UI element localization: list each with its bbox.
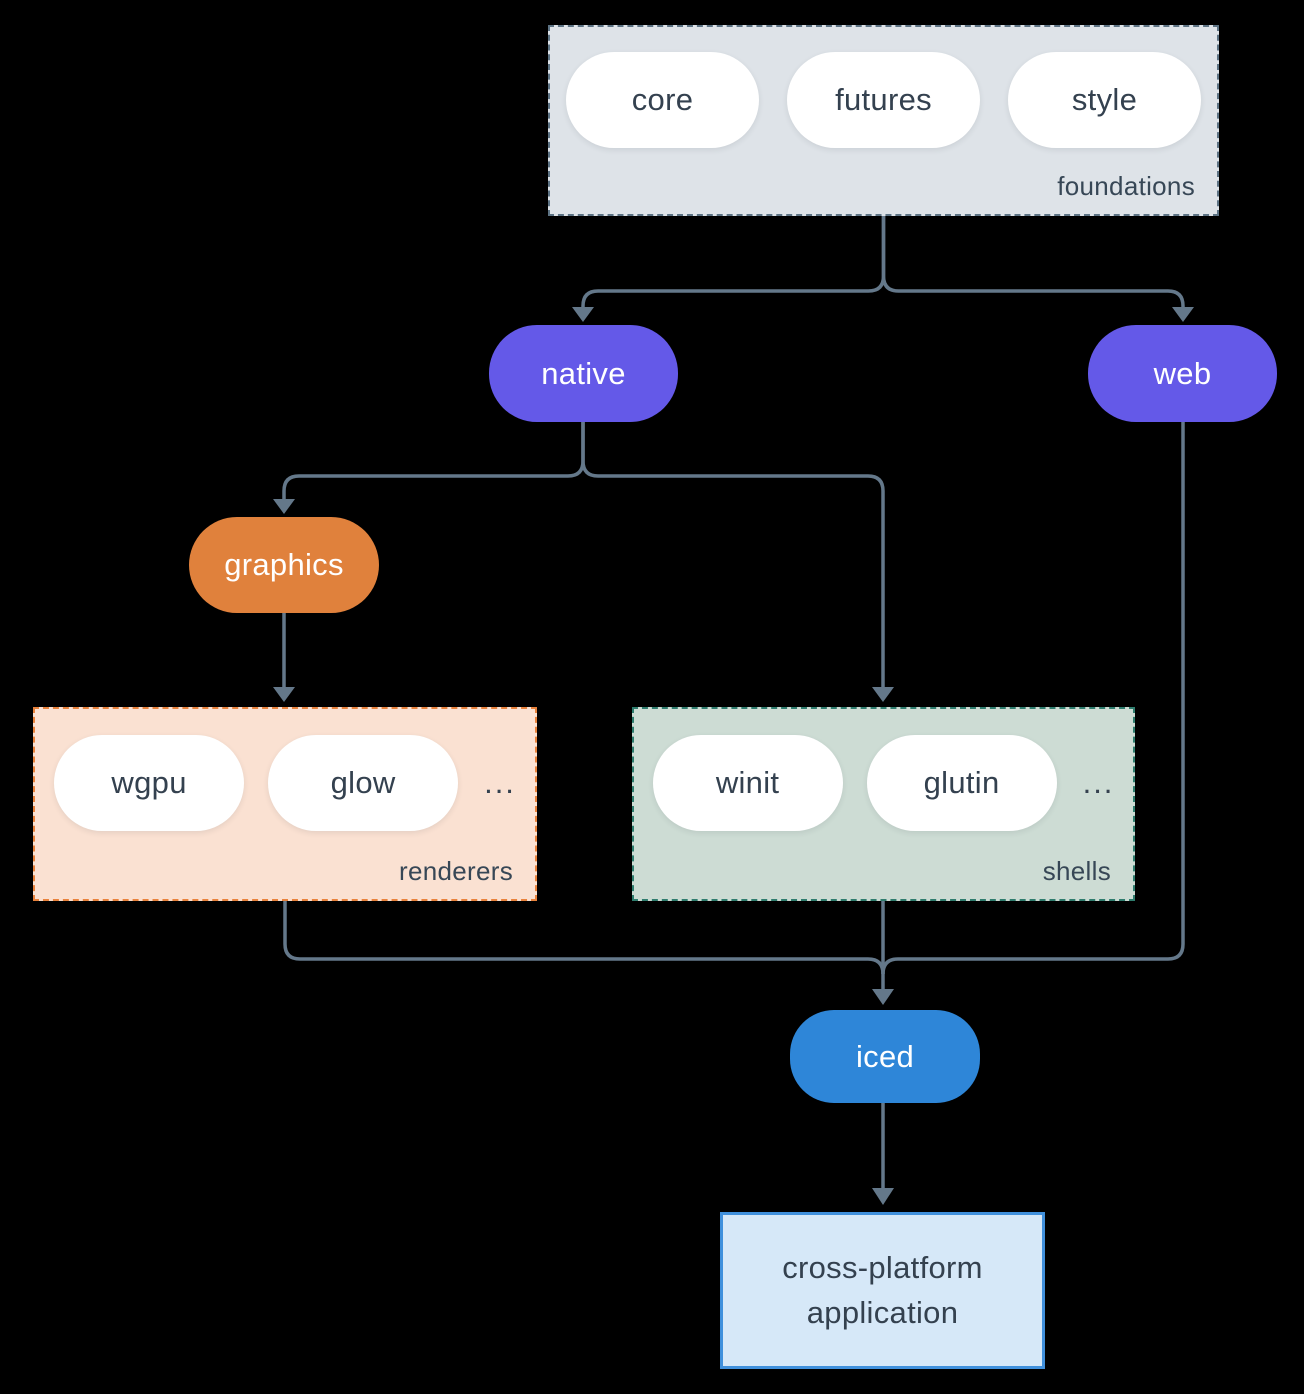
node-shells-group: winit glutin ... shells <box>632 707 1135 901</box>
application-label: cross-platform application <box>782 1249 983 1330</box>
arrowhead-shells <box>872 687 894 702</box>
arrowhead-web <box>1172 307 1194 322</box>
shells-pill-row: winit glutin ... <box>634 735 1133 831</box>
foundations-label: foundations <box>1057 171 1195 201</box>
shells-ellipsis: ... <box>1082 765 1115 800</box>
node-graphics: graphics <box>189 517 379 613</box>
arrowhead-application <box>872 1188 894 1205</box>
pill-style: style <box>1008 52 1201 148</box>
pill-glutin: glutin <box>866 735 1057 831</box>
arrowhead-native <box>572 307 594 322</box>
pill-futures: futures <box>787 52 980 148</box>
arrowhead-graphics <box>273 499 295 514</box>
edge-native-graphics <box>282 422 585 500</box>
node-foundations-group: core futures style foundations <box>548 25 1219 216</box>
node-native: native <box>489 325 678 422</box>
renderers-ellipsis: ... <box>484 765 516 800</box>
foundations-pill-row: core futures style <box>550 52 1217 148</box>
node-web: web <box>1088 325 1277 422</box>
pill-core: core <box>566 52 759 148</box>
edge-foundations-native <box>581 216 886 309</box>
renderers-pill-row: wgpu glow ... <box>35 735 535 831</box>
node-application: cross-platform application <box>720 1212 1045 1369</box>
node-iced: iced <box>790 1010 980 1103</box>
pill-glow: glow <box>268 735 459 831</box>
pill-wgpu: wgpu <box>54 735 245 831</box>
edge-foundations-web <box>881 216 1185 309</box>
node-renderers-group: wgpu glow ... renderers <box>33 707 537 901</box>
renderers-label: renderers <box>399 856 513 886</box>
edge-renderers-merge <box>283 901 885 975</box>
arrowhead-iced <box>872 989 894 1005</box>
shells-label: shells <box>1042 856 1111 886</box>
pill-winit: winit <box>652 735 843 831</box>
arrowhead-renderers <box>273 687 295 702</box>
edge-native-shells <box>581 422 885 688</box>
